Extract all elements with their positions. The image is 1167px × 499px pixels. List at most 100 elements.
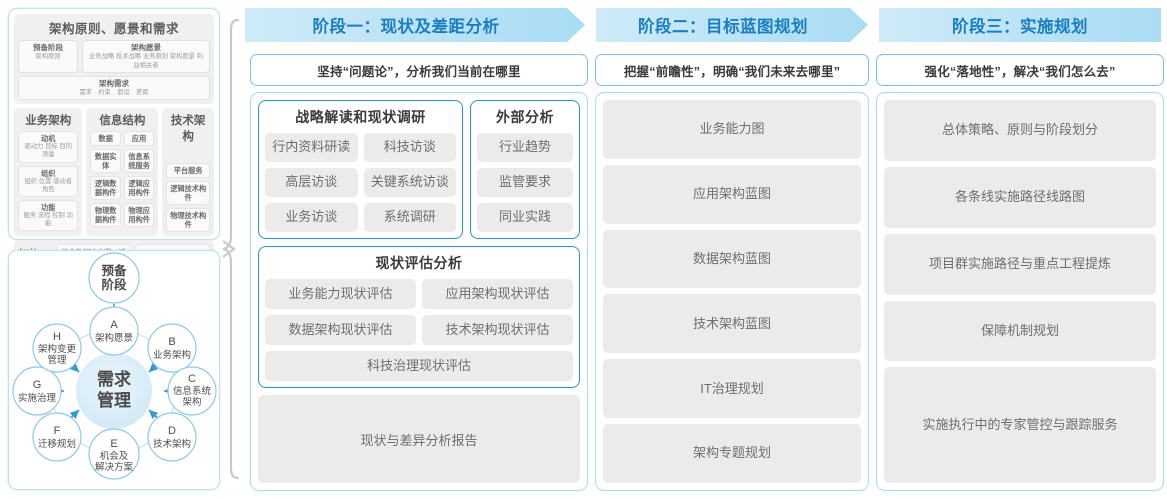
svg-text:C: C (188, 373, 196, 385)
togaf-top-block: 架构原则、愿景和需求 预备阶段 架构原则 架构愿景 业务战略 技术战略 业务原则… (14, 14, 214, 105)
svg-text:G: G (33, 379, 42, 391)
chip-external-item[interactable]: 监管要求 (477, 168, 573, 197)
phase-1-column: 战略解读和现状调研 行内资料研读 科技访谈 高层访谈 关键系统访谈 业务访谈 系… (250, 92, 588, 491)
svg-text:解决方案: 解决方案 (95, 461, 134, 473)
togaf-item: 信息系统服务 (123, 149, 155, 174)
togaf-top-row-1: 预备阶段 架构原则 架构愿景 业务战略 技术战略 业务原则 架构愿景 利益相关者 (18, 40, 210, 73)
strategy-research-group: 战略解读和现状调研 行内资料研读 科技访谈 高层访谈 关键系统访谈 业务访谈 系… (258, 100, 463, 239)
chip-strategy-item[interactable]: 系统调研 (363, 203, 456, 232)
phase-3-column: 总体策略、原则与阶段划分 各条线实施路径线路图 项目群实施路径与重点工程提炼 保… (876, 92, 1164, 491)
svg-text:D: D (168, 425, 176, 437)
togaf-cell-prelim: 预备阶段 架构原则 (18, 40, 78, 73)
togaf-cell-heading: 架构需求 (99, 78, 129, 88)
togaf-item: 数据实体 (90, 149, 121, 174)
togaf-column-technology: 技术架构 平台服务 逻辑技术构件 物理技术构件 (162, 108, 215, 237)
svg-text:机会及: 机会及 (100, 450, 129, 462)
chip-strategy-item[interactable]: 关键系统访谈 (363, 168, 456, 197)
chip-external-item[interactable]: 同业实践 (477, 203, 573, 232)
togaf-column-heading: 信息结构 (99, 115, 146, 128)
adm-node-b (147, 323, 197, 373)
svg-text:A: A (110, 319, 118, 331)
togaf-item: 动机 驱动力 目标 目的 测量 (18, 131, 79, 163)
phase-1-subtitle: 坚持“问题论”，分析我们当前在哪里 (250, 54, 588, 86)
adm-node-e (88, 428, 140, 480)
togaf-cell-text: 架构原则 (35, 53, 61, 61)
togaf-item: 平台服务 (166, 163, 211, 179)
svg-text:架构愿景: 架构愿景 (95, 332, 133, 344)
togaf-cell-heading: 架构愿景 (131, 43, 161, 52)
svg-text:信息系统: 信息系统 (173, 385, 212, 397)
adm-node-h (32, 323, 82, 373)
gap-analysis-report-card[interactable]: 现状与差异分析报告 (258, 395, 580, 483)
chip-implementation-item[interactable]: 各条线实施路径线路图 (884, 166, 1156, 228)
svg-text:业务架构: 业务架构 (153, 349, 191, 361)
svg-text:技术架构: 技术架构 (153, 438, 191, 450)
chip-blueprint-item[interactable]: 架构专题规划 (603, 424, 861, 483)
togaf-cell-requirements: 架构需求 需求 约束 假设 差距 (18, 75, 210, 101)
chip-assessment-item[interactable]: 技术架构现状评估 (422, 315, 573, 345)
svg-text:预备: 预备 (101, 263, 127, 278)
svg-text:E: E (110, 438, 117, 450)
togaf-adm-cycle-card: 需求 管理 预备 阶段 A 架构愿景 B 业务架构 C 信息系统 架构 (8, 250, 220, 490)
adm-cycle-diagram: 需求 管理 预备 阶段 A 架构愿景 B 业务架构 C 信息系统 架构 (12, 252, 217, 480)
chip-blueprint-item[interactable]: 业务能力图 (603, 100, 861, 159)
chip-strategy-item[interactable]: 科技访谈 (363, 133, 456, 162)
chip-blueprint-item[interactable]: 技术架构蓝图 (603, 294, 861, 354)
phase-2-band (596, 8, 868, 42)
togaf-item: 应用 (123, 131, 155, 147)
chip-assessment-item[interactable]: 数据架构现状评估 (265, 315, 416, 345)
togaf-cell-heading: 预备阶段 (33, 43, 63, 52)
phase-2-column: 业务能力图 应用架构蓝图 数据架构蓝图 技术架构蓝图 IT治理规划 架构专题规划 (595, 92, 869, 491)
brace-connector (222, 18, 240, 480)
togaf-column-heading: 业务架构 (25, 115, 72, 128)
chip-strategy-item[interactable]: 业务访谈 (265, 203, 358, 232)
svg-text:阶段: 阶段 (101, 277, 127, 292)
svg-text:B: B (168, 336, 175, 348)
togaf-item: 逻辑技术构件 (166, 181, 211, 206)
svg-text:架构变更: 架构变更 (38, 343, 77, 355)
chip-assessment-item[interactable]: 业务能力现状评估 (265, 279, 416, 309)
chip-strategy-item[interactable]: 行内资料研读 (265, 133, 358, 162)
togaf-item: 物理数据构件 (90, 203, 121, 228)
svg-text:管理: 管理 (47, 354, 67, 366)
adm-node-prelim (88, 252, 140, 304)
chip-assessment-item[interactable]: 应用架构现状评估 (422, 279, 573, 309)
group-title: 外部分析 (496, 109, 554, 125)
svg-text:实施治理: 实施治理 (18, 392, 57, 404)
phase-1-band (245, 8, 585, 42)
svg-text:架构: 架构 (182, 396, 201, 408)
chip-implementation-item[interactable]: 总体策略、原则与阶段划分 (884, 100, 1156, 161)
togaf-cell-text: 需求 约束 假设 差距 (79, 89, 149, 97)
chip-blueprint-item[interactable]: IT治理规划 (603, 359, 861, 419)
adm-node-g (12, 366, 62, 416)
chip-external-item[interactable]: 行业趋势 (477, 133, 573, 162)
togaf-item: 功能 服务 流程 控制 功能 (18, 199, 79, 232)
togaf-content-framework-card: 架构原则、愿景和需求 预备阶段 架构原则 架构愿景 业务战略 技术战略 业务原则… (8, 8, 220, 283)
chip-assessment-governance[interactable]: 科技治理现状评估 (265, 351, 573, 381)
phase-3-subtitle: 强化“落地性”，解决“我们怎么去” (876, 54, 1164, 86)
adm-center-label-line1: 需求 (97, 369, 131, 389)
svg-text:H: H (53, 331, 61, 343)
togaf-cell-vision: 架构愿景 业务战略 技术战略 业务原则 架构愿景 利益相关者 (82, 40, 210, 73)
togaf-item: 物理应用构件 (123, 203, 155, 228)
togaf-top-title: 架构原则、愿景和需求 (48, 22, 179, 36)
chip-implementation-item[interactable]: 项目群实施路径与重点工程提炼 (884, 233, 1156, 295)
adm-node-c (167, 366, 217, 416)
adm-node-d (147, 412, 197, 462)
togaf-column-information: 信息结构 数据 数据实体 逻辑数据构件 物理数据构件 应用 信息系统服务 (86, 108, 159, 237)
chip-blueprint-item[interactable]: 应用架构蓝图 (603, 164, 861, 224)
togaf-column-heading: 技术架构 (170, 115, 206, 144)
svg-text:F: F (54, 425, 61, 437)
external-analysis-group: 外部分析 行业趋势 监管要求 同业实践 (470, 100, 580, 239)
chip-strategy-item[interactable]: 高层访谈 (265, 168, 358, 197)
chip-blueprint-item[interactable]: 数据架构蓝图 (603, 229, 861, 289)
chip-implementation-item[interactable]: 实施执行中的专家管控与跟踪服务 (884, 367, 1156, 483)
togaf-item: 逻辑数据构件 (90, 176, 121, 201)
togaf-item: 逻辑应用构件 (123, 176, 155, 201)
adm-node-f (32, 412, 82, 462)
current-state-assessment-group: 现状评估分析 业务能力现状评估 应用架构现状评估 数据架构现状评估 技术架构现状… (258, 246, 580, 388)
chip-implementation-item[interactable]: 保障机制规划 (884, 300, 1156, 362)
svg-text:迁移规划: 迁移规划 (38, 438, 76, 450)
togaf-item: 数据 (90, 131, 121, 147)
